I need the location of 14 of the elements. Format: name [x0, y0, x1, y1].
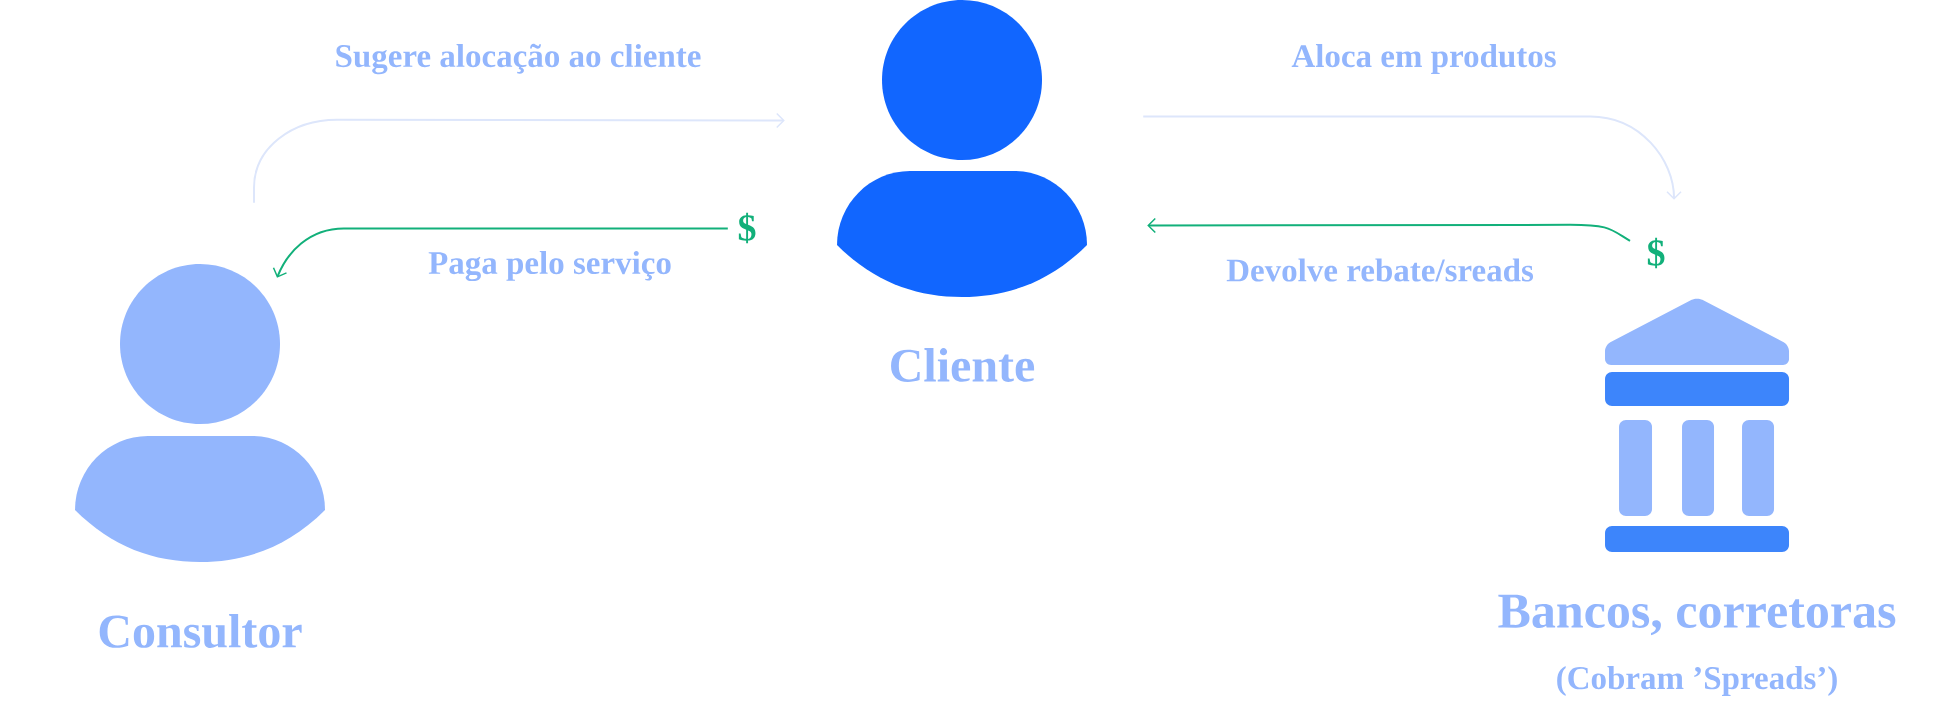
edge-label: Aloca em produtos — [1289, 42, 1559, 76]
arrow — [272, 227, 729, 278]
node-label: Consultor — [99, 614, 302, 648]
node-label: Bancos, corretoras — [1498, 594, 1896, 636]
dollar-sign: $ — [1647, 237, 1665, 269]
edge-label: Sugere alocação ao cliente — [332, 41, 704, 77]
node-label: Cliente — [891, 348, 1035, 382]
arrow — [1142, 115, 1682, 200]
node-label: (Cobram ’Spreads’) — [1557, 666, 1837, 696]
arrow — [253, 112, 785, 204]
dollar-sign: $ — [738, 212, 756, 244]
edge-label: Devolve rebate/sreads — [1224, 256, 1536, 284]
edge-label: Paga pelo serviço — [426, 248, 674, 284]
arrow — [1147, 217, 1631, 242]
